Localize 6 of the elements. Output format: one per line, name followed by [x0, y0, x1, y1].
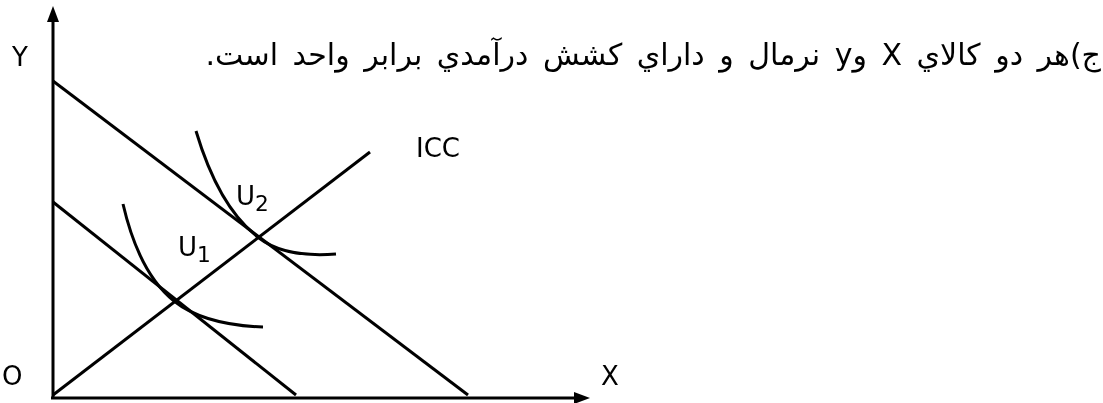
curve-label: U$_{2}$	[236, 183, 269, 215]
line-label: ICC	[416, 135, 460, 161]
curve-label: U$_{1}$	[178, 234, 211, 266]
axis-label: Y	[12, 44, 28, 70]
axis-label: X	[601, 363, 619, 389]
origin-label: O	[2, 363, 23, 389]
